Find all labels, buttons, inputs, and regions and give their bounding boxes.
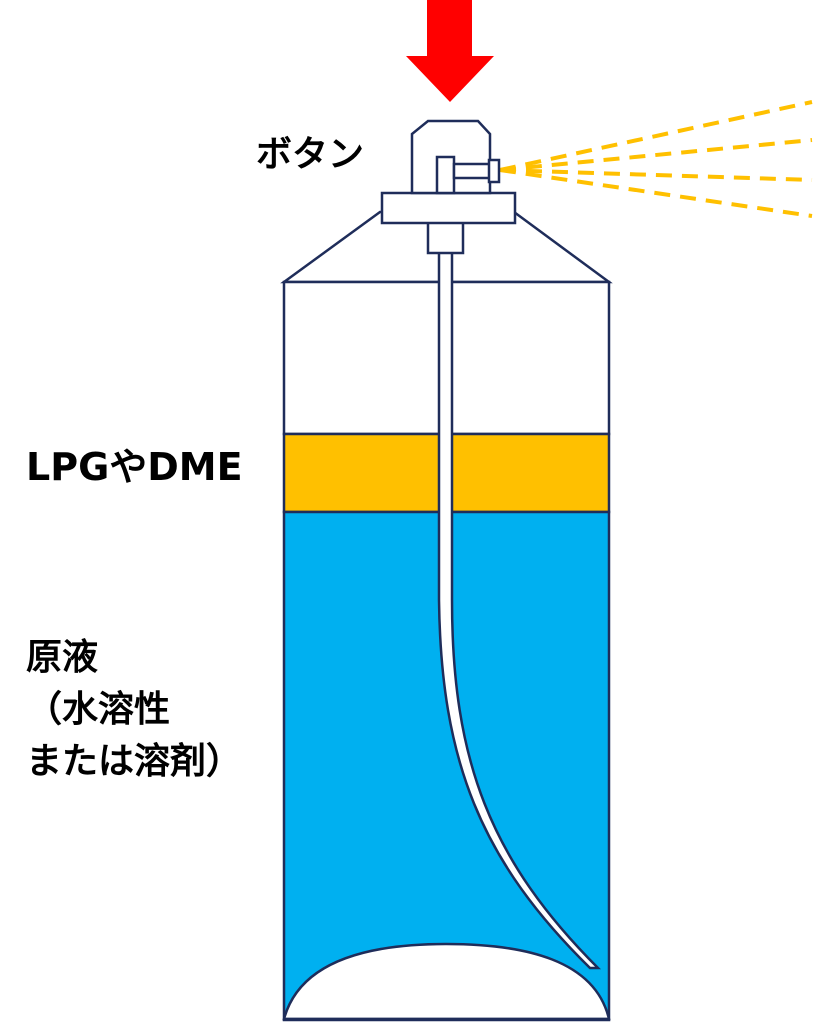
gas-label: LPGやDME [26,445,243,489]
liquid-label-line: または溶剤） [26,741,243,782]
spray-line [499,168,813,182]
liquid-label: 原液 （水溶性 または溶剤） [26,632,242,788]
liquid-label-line: （水溶性 [26,689,171,730]
can-dome-bottom [282,942,611,1021]
actuator-channel-horizontal [452,162,492,180]
nozzle [487,158,501,184]
press-arrow-icon [406,0,494,102]
spray-line [499,100,813,172]
dip-tube [437,250,602,970]
button-label: ボタン [256,134,365,175]
spray-line [499,168,813,218]
valve-mount-cup [380,191,517,225]
liquid-label-line: 原液 [26,637,99,678]
valve-stem [426,220,465,255]
actuator-channel-vertical [435,155,456,195]
spray-lines [499,100,813,218]
spray-line [499,138,813,172]
